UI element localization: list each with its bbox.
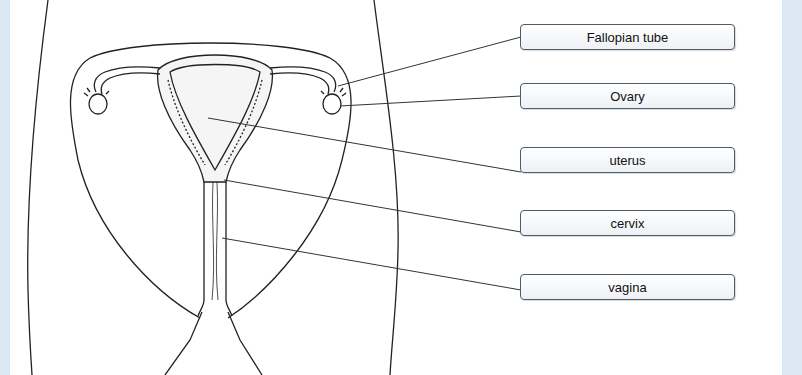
uterus-cavity xyxy=(170,65,260,171)
label-text: Fallopian tube xyxy=(587,30,669,45)
body-outline xyxy=(28,0,48,375)
label-box: cervix xyxy=(520,210,735,236)
label-box: uterus xyxy=(520,147,735,173)
vagina-canal xyxy=(212,182,214,300)
label-text: Ovary xyxy=(610,89,645,104)
leader-line xyxy=(208,118,521,172)
vagina-wall xyxy=(198,182,204,316)
uterus-shape xyxy=(158,55,273,182)
uterus-wall xyxy=(225,80,262,165)
leader-line xyxy=(340,96,521,106)
label-text: cervix xyxy=(611,216,645,231)
edge-strip xyxy=(782,0,802,375)
edge-strip xyxy=(0,0,10,375)
fallopian-tube xyxy=(94,67,160,92)
body-outline xyxy=(374,0,398,375)
leg-line xyxy=(165,312,202,375)
ovary-shape xyxy=(323,94,341,114)
vagina-canal xyxy=(216,182,218,300)
fimbriae xyxy=(84,88,109,96)
leader-line xyxy=(224,180,521,232)
fimbriae xyxy=(321,88,346,96)
ovary-shape xyxy=(89,94,107,114)
fallopian-tube xyxy=(270,67,336,92)
label-text: vagina xyxy=(608,280,646,295)
fallopian-tube xyxy=(101,73,160,94)
leader-line xyxy=(338,37,521,86)
label-text: uterus xyxy=(609,153,645,168)
uterus-wall xyxy=(168,80,205,165)
label-box: Fallopian tube xyxy=(520,24,735,50)
vagina-wall xyxy=(226,182,232,316)
fallopian-tube xyxy=(270,73,329,94)
leader-line xyxy=(222,238,521,290)
pelvic-outline xyxy=(70,43,351,318)
label-box: Ovary xyxy=(520,83,735,109)
label-box: vagina xyxy=(520,274,735,300)
leg-line xyxy=(228,312,262,375)
